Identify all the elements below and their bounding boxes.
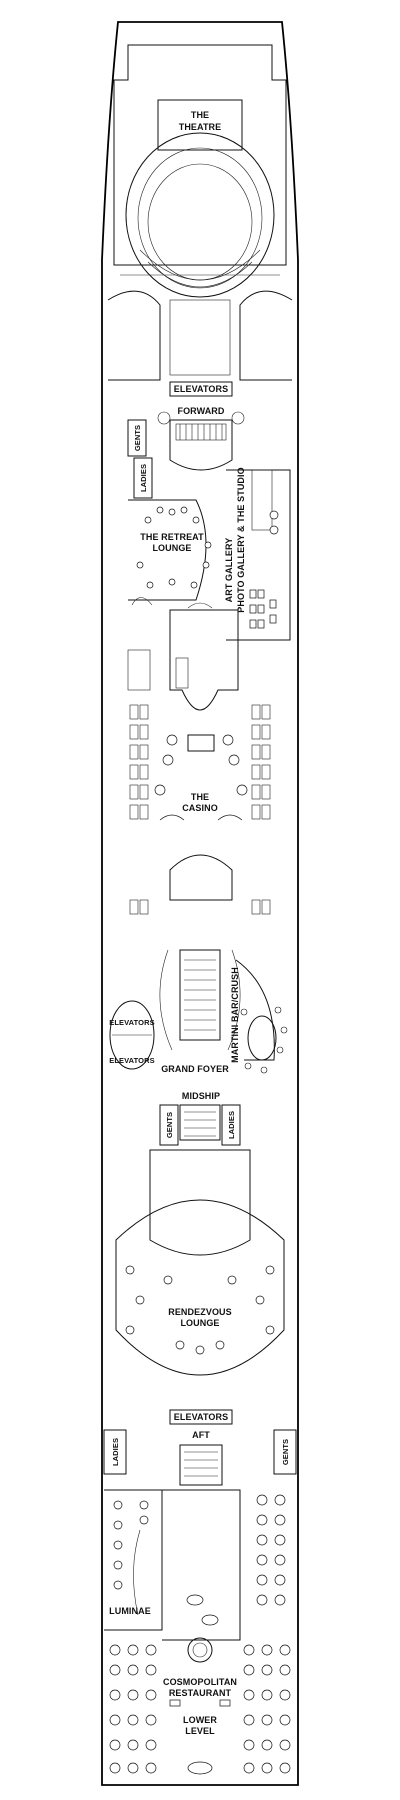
luminae-restaurant[interactable] bbox=[104, 1489, 163, 1631]
gents-midship-label: GENTS bbox=[165, 1112, 174, 1138]
cosmopolitan-label-line2: RESTAURANT bbox=[169, 1688, 232, 1698]
photo-gallery-label: PHOTO GALLERY & THE STUDIO bbox=[236, 467, 246, 612]
elevators-aft-label: ELEVATORS bbox=[174, 1412, 228, 1422]
gents-forward[interactable] bbox=[127, 419, 147, 457]
elevators-midship[interactable] bbox=[109, 1000, 155, 1070]
gallery-area[interactable] bbox=[226, 469, 291, 641]
martini-bar[interactable] bbox=[235, 959, 288, 1074]
hull-outline bbox=[101, 21, 299, 1786]
gents-aft-label: GENTS bbox=[281, 1439, 290, 1465]
forward-label: FORWARD bbox=[177, 406, 224, 416]
elevators-mid-label-1: ELEVATORS bbox=[109, 1018, 155, 1027]
gents-forward-label: GENTS bbox=[133, 425, 142, 451]
rendezvous-label-line1: RENDEZVOUS bbox=[168, 1307, 232, 1317]
lower-level-label-line1: LOWER bbox=[183, 1715, 217, 1725]
gents-aft[interactable] bbox=[273, 1429, 297, 1475]
casino-label-line2: CASINO bbox=[182, 803, 218, 813]
rendezvous-label-line2: LOUNGE bbox=[180, 1318, 219, 1328]
aft-stair[interactable] bbox=[179, 1444, 223, 1486]
grand-foyer-stair[interactable] bbox=[159, 949, 241, 1051]
ladies-midship[interactable] bbox=[221, 1104, 241, 1146]
elevators-aft[interactable] bbox=[169, 1409, 233, 1425]
midship-label: MIDSHIP bbox=[182, 1091, 220, 1101]
rendezvous-lounge[interactable] bbox=[115, 1149, 285, 1376]
theatre-label-line1: THE bbox=[191, 110, 209, 120]
lower-level-label-line2: LEVEL bbox=[185, 1726, 215, 1736]
grand-foyer-label: GRAND FOYER bbox=[161, 1064, 229, 1074]
cosmopolitan-restaurant[interactable] bbox=[109, 1489, 291, 1775]
theatre-area[interactable] bbox=[107, 44, 293, 381]
ladies-aft-label: LADIES bbox=[111, 1438, 120, 1466]
casino-label-line1: THE bbox=[191, 792, 209, 802]
casino-area[interactable] bbox=[127, 609, 271, 915]
retreat-lounge[interactable] bbox=[128, 499, 213, 609]
ladies-aft[interactable] bbox=[103, 1429, 127, 1475]
aft-label: AFT bbox=[192, 1430, 210, 1440]
theatre-label-line2: THEATRE bbox=[179, 122, 222, 132]
midship-stair[interactable] bbox=[179, 1104, 221, 1141]
elevators-mid-label-2: ELEVATORS bbox=[109, 1056, 155, 1065]
luminae-label: LUMINAE bbox=[109, 1606, 151, 1616]
art-gallery-label: ART GALLERY bbox=[224, 538, 234, 603]
forward-stair[interactable] bbox=[157, 411, 245, 471]
gents-midship[interactable] bbox=[159, 1104, 179, 1146]
retreat-label-line1: THE RETREAT bbox=[140, 532, 204, 542]
martini-bar-label: MARTINI BAR/CRUSH bbox=[230, 967, 240, 1063]
ladies-forward[interactable] bbox=[133, 457, 153, 499]
cosmopolitan-label-line1: COSMOPOLITAN bbox=[163, 1677, 237, 1687]
elevators-forward-label: ELEVATORS bbox=[174, 384, 228, 394]
elevators-forward[interactable] bbox=[169, 381, 233, 397]
retreat-label-line2: LOUNGE bbox=[152, 543, 191, 553]
ladies-forward-label: LADIES bbox=[139, 464, 148, 492]
ladies-midship-label: LADIES bbox=[227, 1111, 236, 1139]
